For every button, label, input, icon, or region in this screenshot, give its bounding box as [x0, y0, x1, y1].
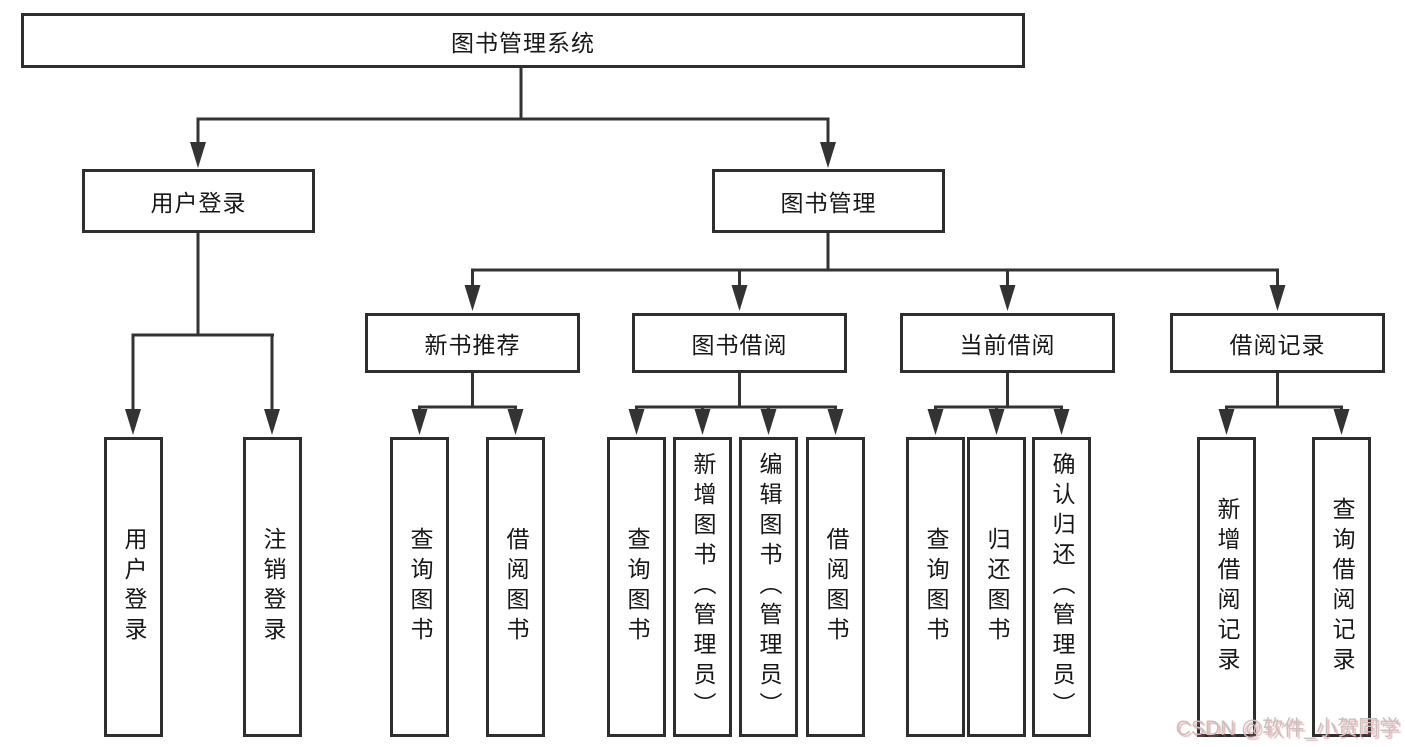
leaf-query-book-current: 查询图书 — [906, 437, 965, 737]
node-label: 用户登录 — [121, 527, 147, 647]
watermark: CSDN @软件_小贺同学 — [1175, 717, 1400, 740]
node-label: 注销登录 — [260, 527, 286, 647]
node-user-login: 用户登录 — [82, 169, 315, 233]
node-label: 查询借阅记录 — [1329, 497, 1355, 677]
node-label: 新书推荐 — [424, 332, 521, 358]
edge-user-login-to-leaves — [125, 232, 280, 435]
leaf-query-book-recommend: 查询图书 — [390, 437, 449, 737]
leaf-edit-book-admin: 编辑图书（管理员） — [739, 437, 798, 737]
node-label: 借阅图书 — [503, 527, 529, 647]
node-label: 查询图书 — [407, 527, 433, 647]
leaf-borrow-book-recommend: 借阅图书 — [486, 437, 545, 737]
node-label: 查询图书 — [624, 527, 650, 647]
node-label: 借阅记录 — [1229, 332, 1326, 358]
arrowhead — [731, 285, 748, 311]
edge-current-borrow-to-leaves — [927, 373, 1070, 435]
node-label: 用户登录 — [150, 190, 247, 216]
leaf-logout: 注销登录 — [243, 437, 302, 737]
node-label: 新增借阅记录 — [1214, 497, 1240, 677]
arrowhead — [190, 142, 206, 168]
leaf-add-borrow-record: 新增借阅记录 — [1197, 437, 1256, 737]
node-book-borrow: 图书借阅 — [632, 313, 847, 373]
arrowhead — [820, 142, 836, 168]
node-label: 图书借阅 — [691, 332, 788, 358]
node-label: 图书管理系统 — [451, 29, 595, 56]
leaf-query-borrow-record: 查询借阅记录 — [1312, 437, 1371, 737]
arrowhead — [1053, 409, 1070, 435]
arrowhead — [999, 285, 1016, 311]
leaf-borrow-book: 借阅图书 — [806, 437, 865, 737]
arrowhead — [760, 409, 777, 435]
leaf-query-book-borrow: 查询图书 — [607, 437, 666, 737]
arrowhead — [694, 409, 711, 435]
arrowhead — [464, 285, 481, 311]
edge-borrow-record-to-leaves — [1218, 373, 1350, 435]
node-label: 当前借阅 — [959, 332, 1056, 358]
node-label: 图书管理 — [780, 190, 877, 216]
edge-root-to-level2 — [190, 68, 836, 168]
leaf-confirm-return-admin: 确认归还（管理员） — [1032, 437, 1091, 737]
node-new-book-recommend: 新书推荐 — [365, 313, 580, 373]
node-book-management: 图书管理 — [712, 169, 945, 233]
arrowhead — [628, 409, 645, 435]
arrowhead — [988, 409, 1005, 435]
arrowhead — [927, 409, 944, 435]
arrowhead — [507, 409, 524, 435]
node-root-library-system: 图书管理系统 — [21, 13, 1025, 68]
node-current-borrow: 当前借阅 — [900, 313, 1115, 373]
leaf-add-book-admin: 新增图书（管理员） — [673, 437, 732, 737]
arrowhead — [411, 409, 428, 435]
node-borrow-record: 借阅记录 — [1170, 313, 1385, 373]
node-label: 借阅图书 — [823, 527, 849, 647]
node-label: 新增图书（管理员） — [690, 452, 716, 722]
arrowhead — [125, 409, 141, 435]
edge-new-book-to-leaves — [411, 373, 524, 435]
arrowhead — [1269, 285, 1286, 311]
edge-book-management-to-level3 — [464, 232, 1286, 311]
node-label: 归还图书 — [984, 527, 1010, 647]
arrowhead — [264, 409, 280, 435]
arrowhead — [827, 409, 844, 435]
node-label: 确认归还（管理员） — [1049, 452, 1075, 722]
arrowhead — [1218, 409, 1235, 435]
node-label: 编辑图书（管理员） — [756, 452, 782, 722]
arrowhead — [1333, 409, 1350, 435]
edge-book-borrow-to-leaves — [628, 373, 844, 435]
leaf-return-book: 归还图书 — [967, 437, 1026, 737]
leaf-user-login: 用户登录 — [104, 437, 163, 737]
node-label: 查询图书 — [923, 527, 949, 647]
